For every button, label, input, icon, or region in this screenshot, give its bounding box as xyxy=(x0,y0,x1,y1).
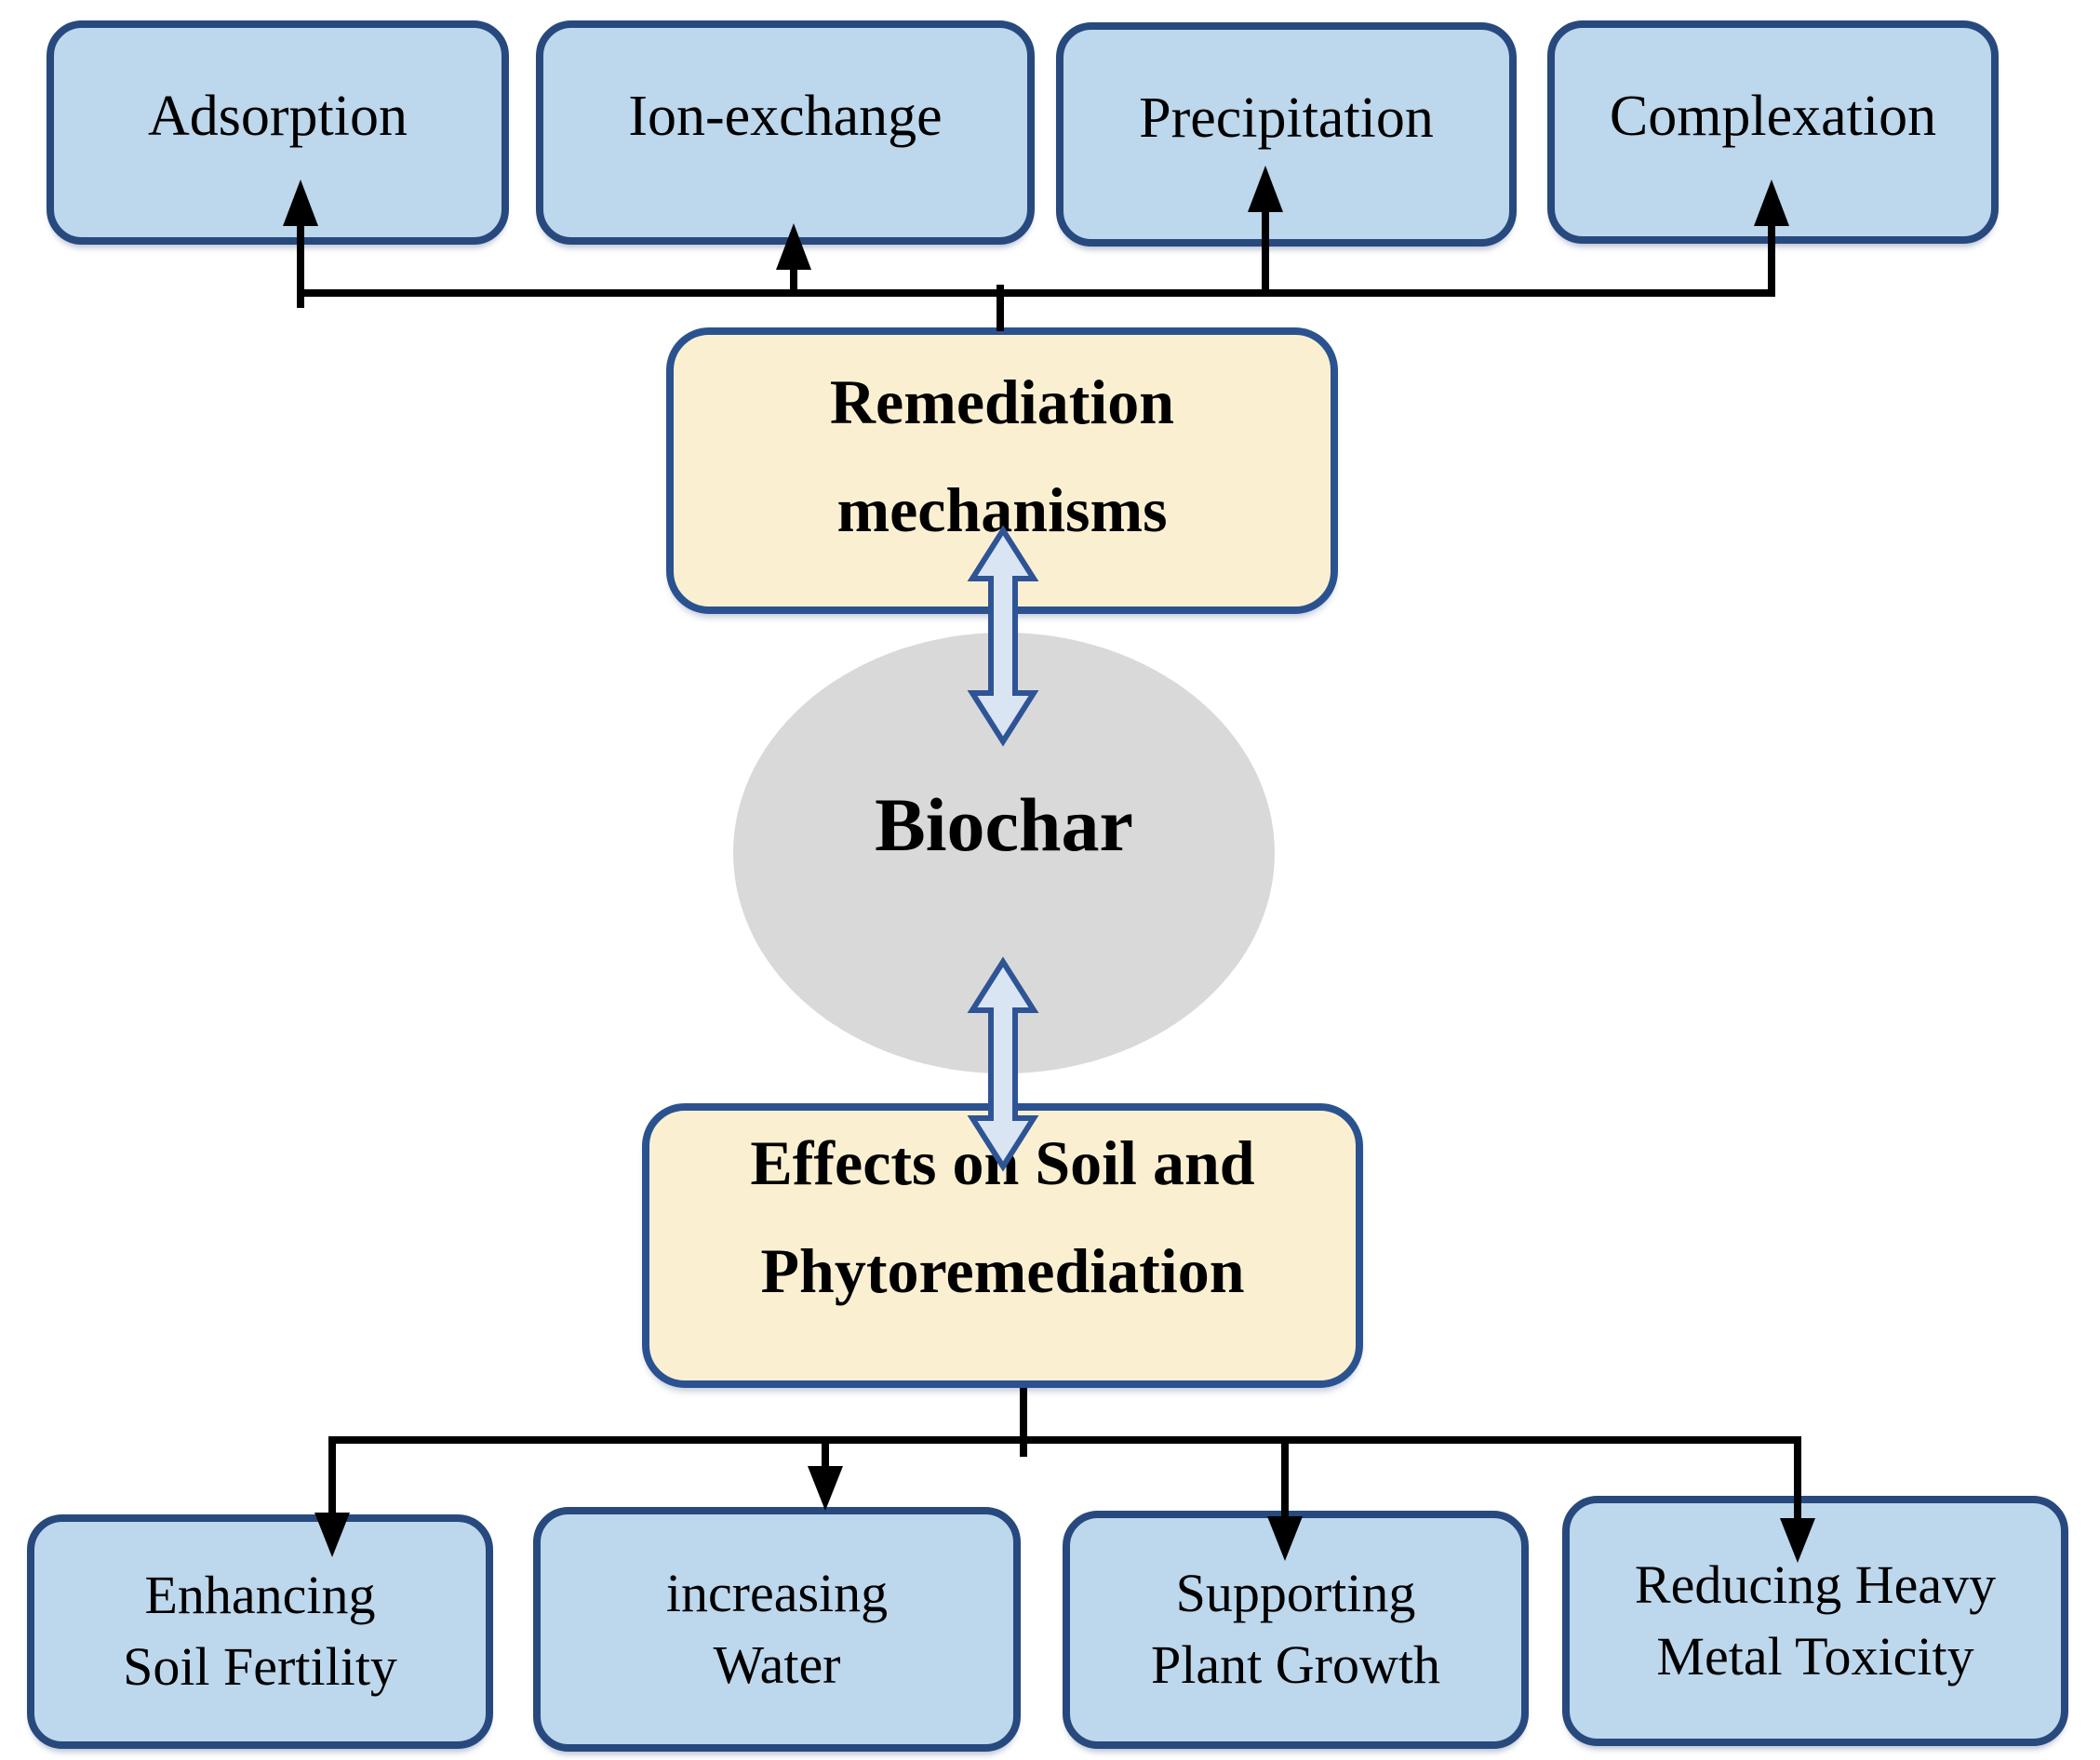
arrow-to-increasing-water xyxy=(808,1440,843,1511)
hub-effects-line2: Phytoremediation xyxy=(760,1235,1245,1306)
node-ion-exchange-label: Ion-exchange xyxy=(628,85,943,149)
node-increasing-line1: increasing xyxy=(665,1562,889,1623)
node-increasing-line2: Water xyxy=(713,1633,841,1695)
node-supporting-plant-growth: Supporting Plant Growth xyxy=(1063,1511,1529,1749)
node-increasing-water: increasing Water xyxy=(533,1507,1021,1752)
node-reducing-line1: Reducing Heavy xyxy=(1634,1553,1997,1615)
node-enhancing-line2: Soil Fertility xyxy=(123,1636,397,1697)
node-adsorption: Adsorption xyxy=(47,20,509,245)
node-complexation: Complexation xyxy=(1547,20,1999,244)
biochar-ellipse: Biochar xyxy=(733,633,1275,1073)
hub-effects-on-soil: Effects on Soil and Phytoremediation xyxy=(642,1103,1363,1388)
node-supporting-line1: Supporting xyxy=(1175,1563,1416,1624)
hub-remediation-line1: Remediation xyxy=(829,367,1175,438)
top-connector-line xyxy=(301,285,1772,331)
node-reducing-line2: Metal Toxicity xyxy=(1656,1625,1974,1687)
node-adsorption-label: Adsorption xyxy=(148,85,408,149)
biochar-label: Biochar xyxy=(875,782,1133,867)
bottom-connector-line xyxy=(332,1388,1798,1457)
node-complexation-label: Complexation xyxy=(1609,84,1937,148)
node-enhancing-soil-fertility: Enhancing Soil Fertility xyxy=(27,1514,493,1749)
node-reducing-heavy-metal-toxicity: Reducing Heavy Metal Toxicity xyxy=(1562,1496,2068,1746)
hub-remediation-line2: mechanisms xyxy=(836,474,1168,545)
node-precipitation: Precipitation xyxy=(1056,22,1517,247)
node-ion-exchange: Ion-exchange xyxy=(536,20,1035,245)
node-precipitation-label: Precipitation xyxy=(1139,87,1434,151)
node-supporting-line2: Plant Growth xyxy=(1151,1634,1440,1695)
node-enhancing-line1: Enhancing xyxy=(144,1565,376,1626)
hub-remediation-mechanisms: Remediation mechanisms xyxy=(666,327,1338,614)
hub-effects-line1: Effects on Soil and xyxy=(750,1127,1255,1199)
